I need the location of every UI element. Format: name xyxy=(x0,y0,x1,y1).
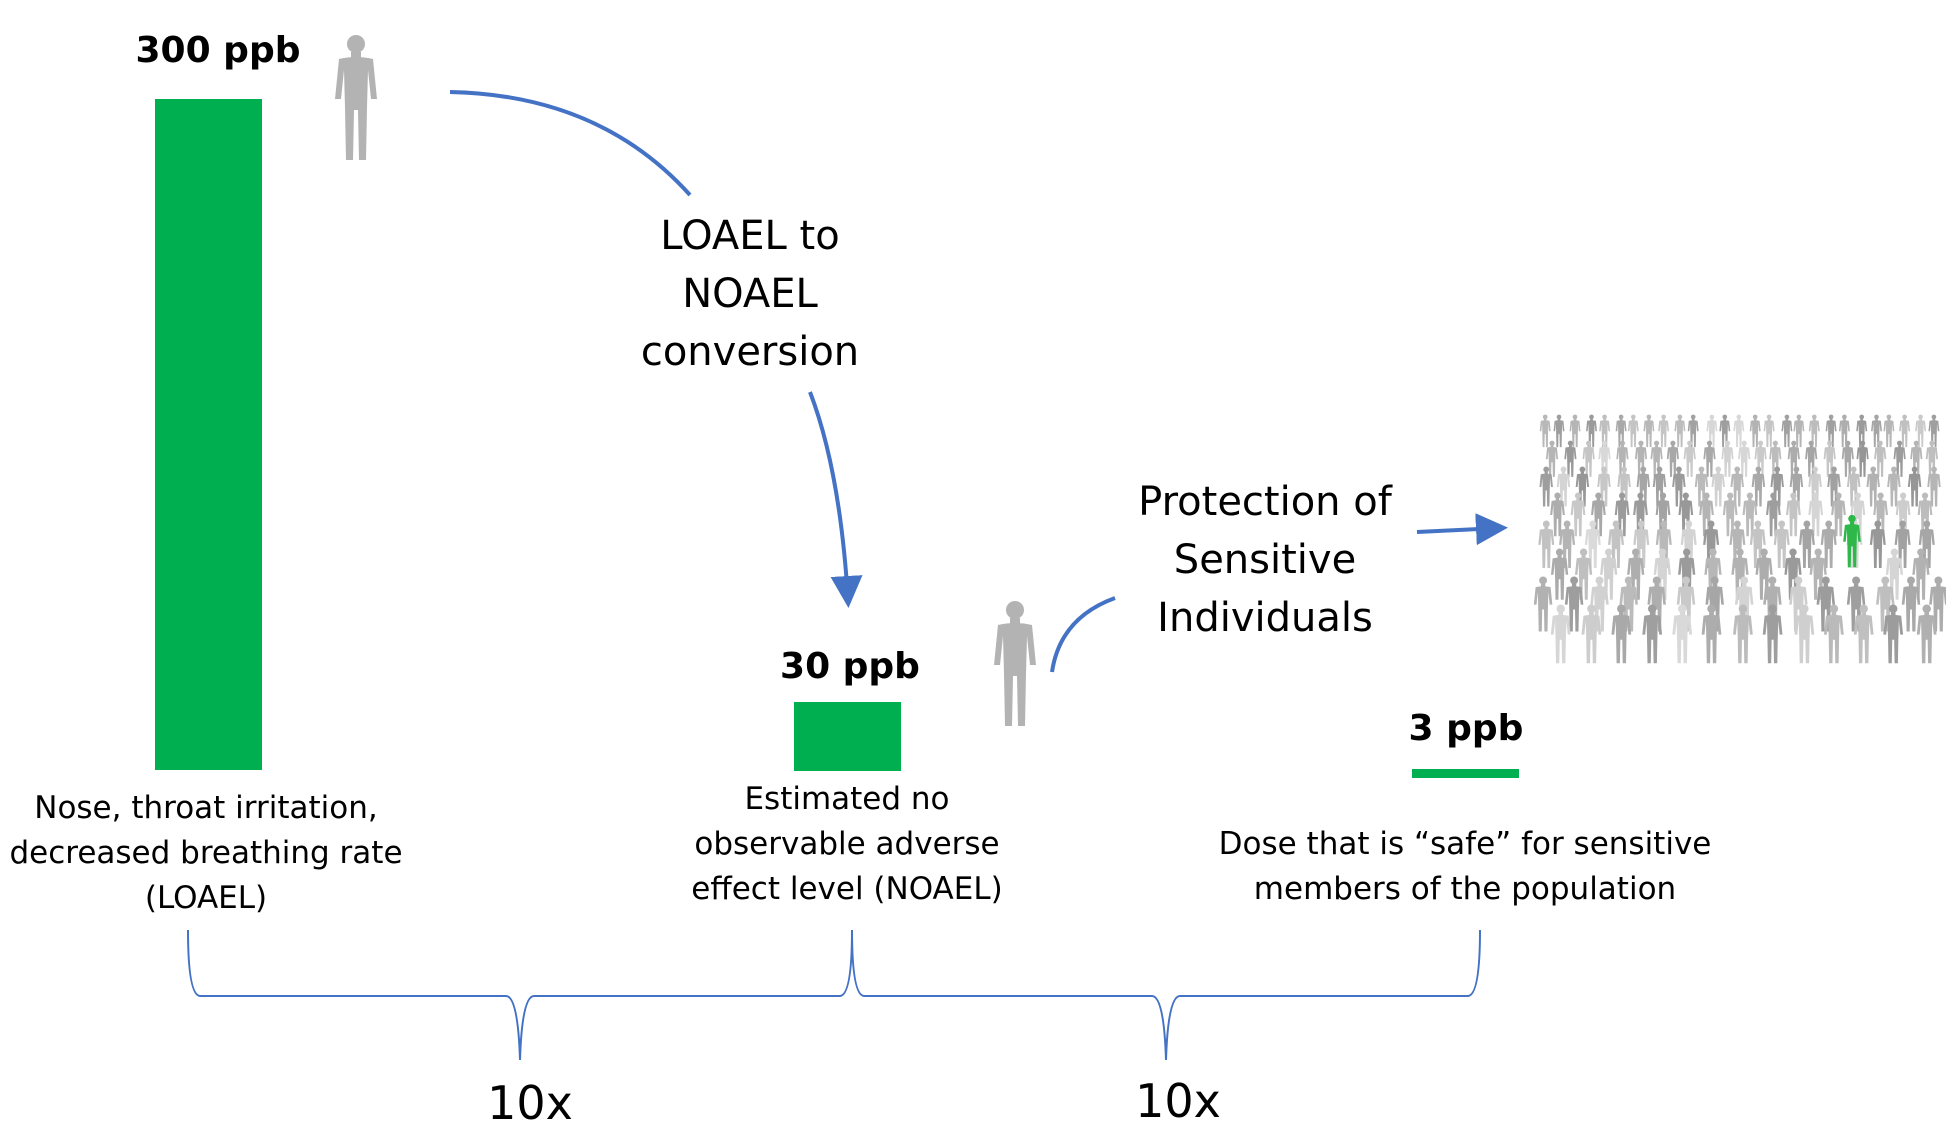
safe-dose-value: 3 ppb xyxy=(1408,708,1524,749)
crowd-person-icon xyxy=(1762,604,1783,664)
safe-dose-description: Dose that is “safe” for sensitive member… xyxy=(1218,826,1712,907)
noael-value: 30 ppb xyxy=(780,646,920,687)
crowd-person-icon xyxy=(1550,604,1571,664)
loael-description: Nose, throat irritation, decreased breat… xyxy=(9,790,403,916)
crowd-person-icon xyxy=(1611,604,1632,664)
crowd-person-icon xyxy=(1856,440,1869,477)
crowd-person-icon xyxy=(1916,604,1937,664)
person-silhouette-icon xyxy=(335,35,377,160)
crowd-person-icon xyxy=(1538,520,1555,569)
noael-description: Estimated no observable adverse effect l… xyxy=(691,781,1003,907)
loael-to-noael-arrow-bottom xyxy=(808,391,863,608)
crowd-person-icon xyxy=(1874,440,1887,477)
brace-left xyxy=(187,929,853,1061)
sensitive-arrow-right xyxy=(1416,513,1508,546)
factor-label-1: 10x xyxy=(487,1076,573,1130)
brace-right xyxy=(851,929,1481,1061)
crowd-person-icon xyxy=(1853,604,1874,664)
crowd-person-icon xyxy=(1711,466,1725,507)
factor-label-2: 10x xyxy=(1135,1074,1221,1128)
crowd-person-icon xyxy=(1781,414,1793,448)
sensitive-arrow-left xyxy=(1050,596,1116,673)
crowd-person-icon xyxy=(1553,414,1565,448)
crowd-person-icon xyxy=(1733,604,1753,664)
crowd-person-icon xyxy=(1794,604,1815,664)
noael-bar xyxy=(794,702,901,771)
crowd-person-icon xyxy=(1533,576,1553,632)
person-silhouette-icon xyxy=(994,601,1036,726)
crowd-person-icon xyxy=(1539,414,1551,448)
crowd-person-icon xyxy=(1564,440,1577,477)
crowd-person-icon xyxy=(1883,414,1895,448)
loael-value: 300 ppb xyxy=(135,30,301,71)
crowd-person-icon xyxy=(1674,414,1686,448)
loael-bar xyxy=(155,99,262,770)
loael-to-noael-arrow-top xyxy=(449,90,692,197)
sensitive-protection-label: Protection of Sensitive Individuals xyxy=(1138,479,1392,641)
crowd-person-icon xyxy=(1907,466,1922,507)
crowd-person-icon xyxy=(1643,414,1655,448)
loael-to-noael-label: LOAEL to NOAEL conversion xyxy=(640,213,860,375)
crowd-person-icon xyxy=(1658,414,1670,448)
crowd-icon xyxy=(1533,414,1946,664)
safe-dose-bar xyxy=(1412,769,1519,778)
crowd-person-icon xyxy=(1627,414,1639,448)
